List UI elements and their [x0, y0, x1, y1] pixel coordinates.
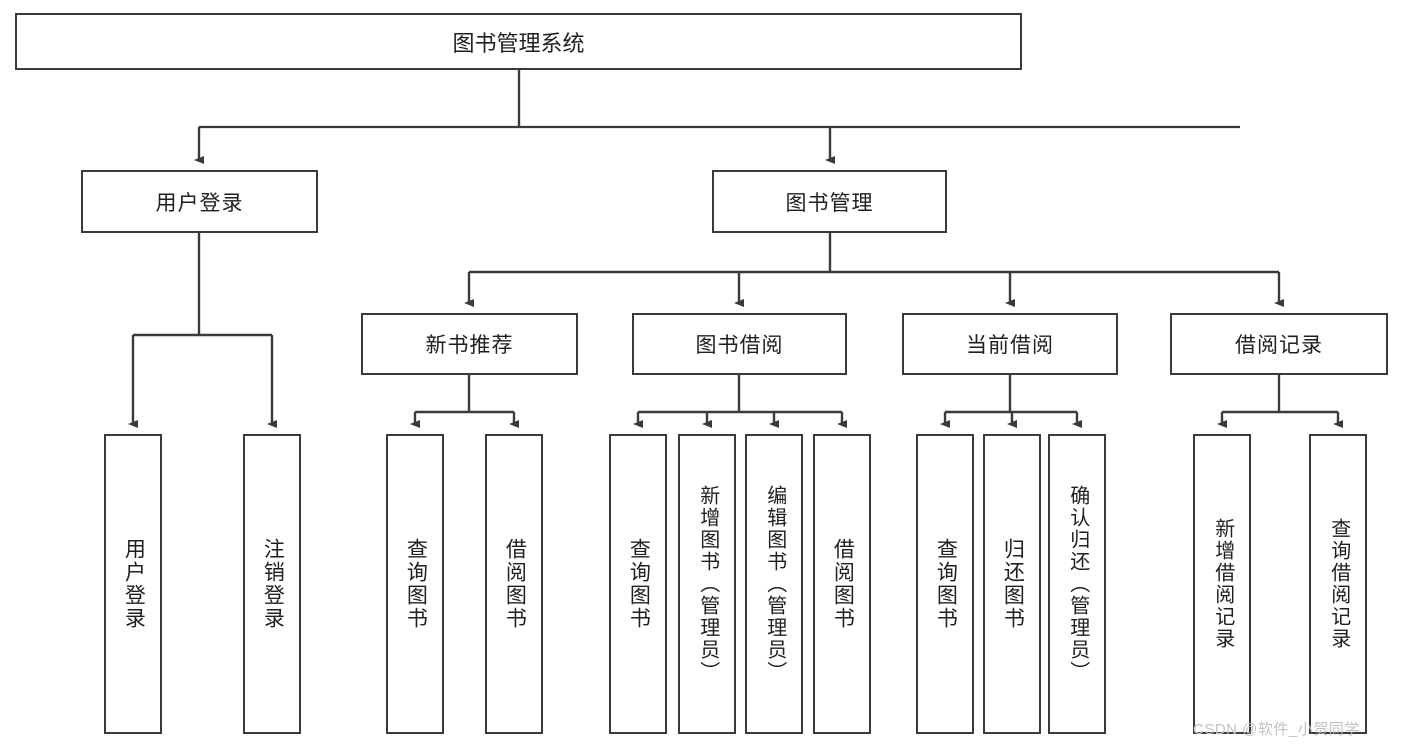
node-leaf-return-book[interactable]: 归还图书 [983, 434, 1041, 734]
node-leaf-add-borrow-record[interactable]: 新增借阅记录 [1193, 434, 1251, 734]
leaf-query-book-label: 查询图书 [627, 538, 651, 630]
node-user-login-label: 用户登录 [155, 191, 244, 215]
node-leaf-edit-book[interactable]: 编辑图书（管理员） [745, 434, 803, 734]
node-current-borrow[interactable]: 当前借阅 [902, 313, 1118, 375]
node-borrow-record[interactable]: 借阅记录 [1170, 313, 1388, 375]
leaf-query-book-current-label: 查询图书 [934, 538, 958, 630]
node-new-book-recommend[interactable]: 新书推荐 [361, 313, 578, 375]
leaf-return-book-label: 归还图书 [1001, 538, 1025, 630]
node-leaf-query-borrow-record[interactable]: 查询借阅记录 [1309, 434, 1367, 734]
node-leaf-logout[interactable]: 注销登录 [243, 434, 301, 734]
node-root-label: 图书管理系统 [452, 30, 585, 56]
leaf-query-book-recommend-label: 查询图书 [404, 538, 428, 630]
leaf-query-borrow-record-label: 查询借阅记录 [1327, 518, 1350, 650]
node-leaf-borrow-book-recommend[interactable]: 借阅图书 [485, 434, 543, 734]
node-book-manage-label: 图书管理 [785, 191, 874, 215]
node-leaf-user-login[interactable]: 用户登录 [104, 434, 162, 734]
leaf-logout-label: 注销登录 [261, 538, 285, 630]
leaf-borrow-book-label: 借阅图书 [831, 538, 855, 630]
node-leaf-query-book-current[interactable]: 查询图书 [916, 434, 974, 734]
node-new-book-recommend-label: 新书推荐 [425, 334, 514, 357]
node-borrow-record-label: 借阅记录 [1235, 334, 1323, 357]
leaf-edit-book-label: 编辑图书（管理员） [763, 485, 786, 683]
node-root[interactable]: 图书管理系统 [15, 13, 1022, 70]
node-book-manage[interactable]: 图书管理 [712, 170, 947, 233]
node-leaf-add-book[interactable]: 新增图书（管理员） [678, 434, 736, 734]
leaf-user-login-label: 用户登录 [122, 538, 146, 630]
leaf-confirm-return-label: 确认归还（管理员） [1066, 485, 1089, 683]
node-leaf-query-book[interactable]: 查询图书 [609, 434, 667, 734]
node-leaf-query-book-recommend[interactable]: 查询图书 [386, 434, 444, 734]
node-leaf-borrow-book[interactable]: 借阅图书 [813, 434, 871, 734]
node-current-borrow-label: 当前借阅 [966, 334, 1054, 357]
watermark: CSDN @软件_小贺同学 [1193, 721, 1360, 738]
leaf-add-borrow-record-label: 新增借阅记录 [1211, 518, 1234, 650]
node-book-borrow-label: 图书借阅 [695, 334, 784, 357]
leaf-add-book-label: 新增图书（管理员） [696, 485, 719, 683]
node-book-borrow[interactable]: 图书借阅 [632, 313, 847, 375]
node-leaf-confirm-return[interactable]: 确认归还（管理员） [1048, 434, 1106, 734]
leaf-borrow-book-recommend-label: 借阅图书 [503, 538, 527, 630]
node-user-login[interactable]: 用户登录 [81, 170, 318, 233]
